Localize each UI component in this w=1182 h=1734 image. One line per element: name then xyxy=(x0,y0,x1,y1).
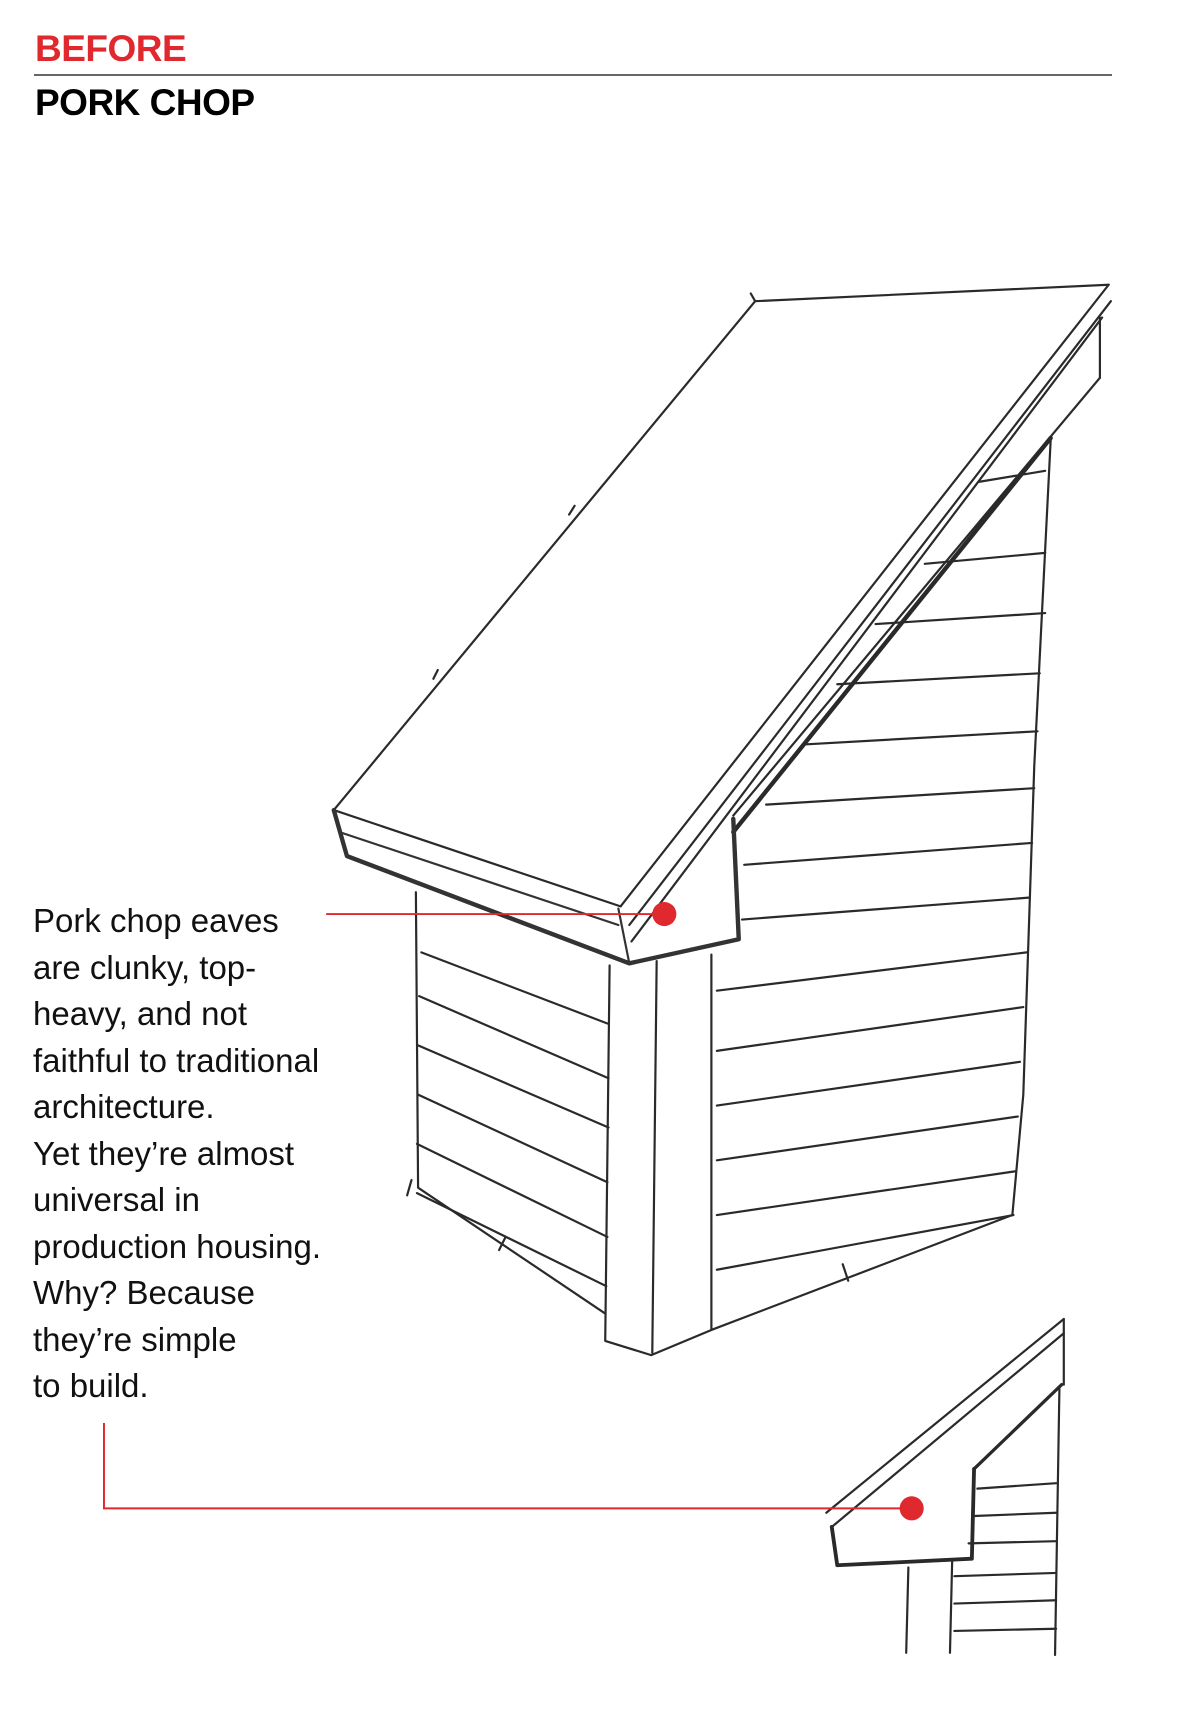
section-kicker: BEFORE xyxy=(35,28,187,69)
corner-board xyxy=(604,960,713,1357)
callout-dot xyxy=(899,1496,924,1521)
caption-line: heavy, and not xyxy=(33,995,248,1032)
left-wall-siding xyxy=(406,891,610,1315)
pork-chop-fascia xyxy=(331,807,741,966)
page-title: PORK CHOP xyxy=(35,82,255,123)
caption-line: Yet they’re almost xyxy=(33,1134,295,1172)
caption-line: universal in xyxy=(33,1181,200,1218)
roof-plane xyxy=(332,283,1110,908)
callout-detail xyxy=(102,1422,924,1521)
caption-line: architecture. xyxy=(33,1088,215,1125)
callout-main xyxy=(326,902,677,927)
caption-text: Pork chop eaves are clunky, top- heavy, … xyxy=(33,898,373,1410)
caption-line: production housing. xyxy=(33,1227,322,1265)
callout-dot xyxy=(652,902,677,927)
caption-line: to build. xyxy=(33,1367,149,1404)
header-divider xyxy=(34,74,1112,76)
detail-sketch xyxy=(825,1317,1065,1657)
caption-line: Why? Because xyxy=(33,1274,255,1311)
caption-line: faithful to traditional xyxy=(33,1041,320,1079)
caption-line: are clunky, top- xyxy=(33,948,257,986)
caption-line: Pork chop eaves xyxy=(33,902,279,939)
right-wall-siding xyxy=(710,439,1052,1332)
rake-board xyxy=(628,300,1112,943)
caption-line: they’re simple xyxy=(33,1320,237,1358)
